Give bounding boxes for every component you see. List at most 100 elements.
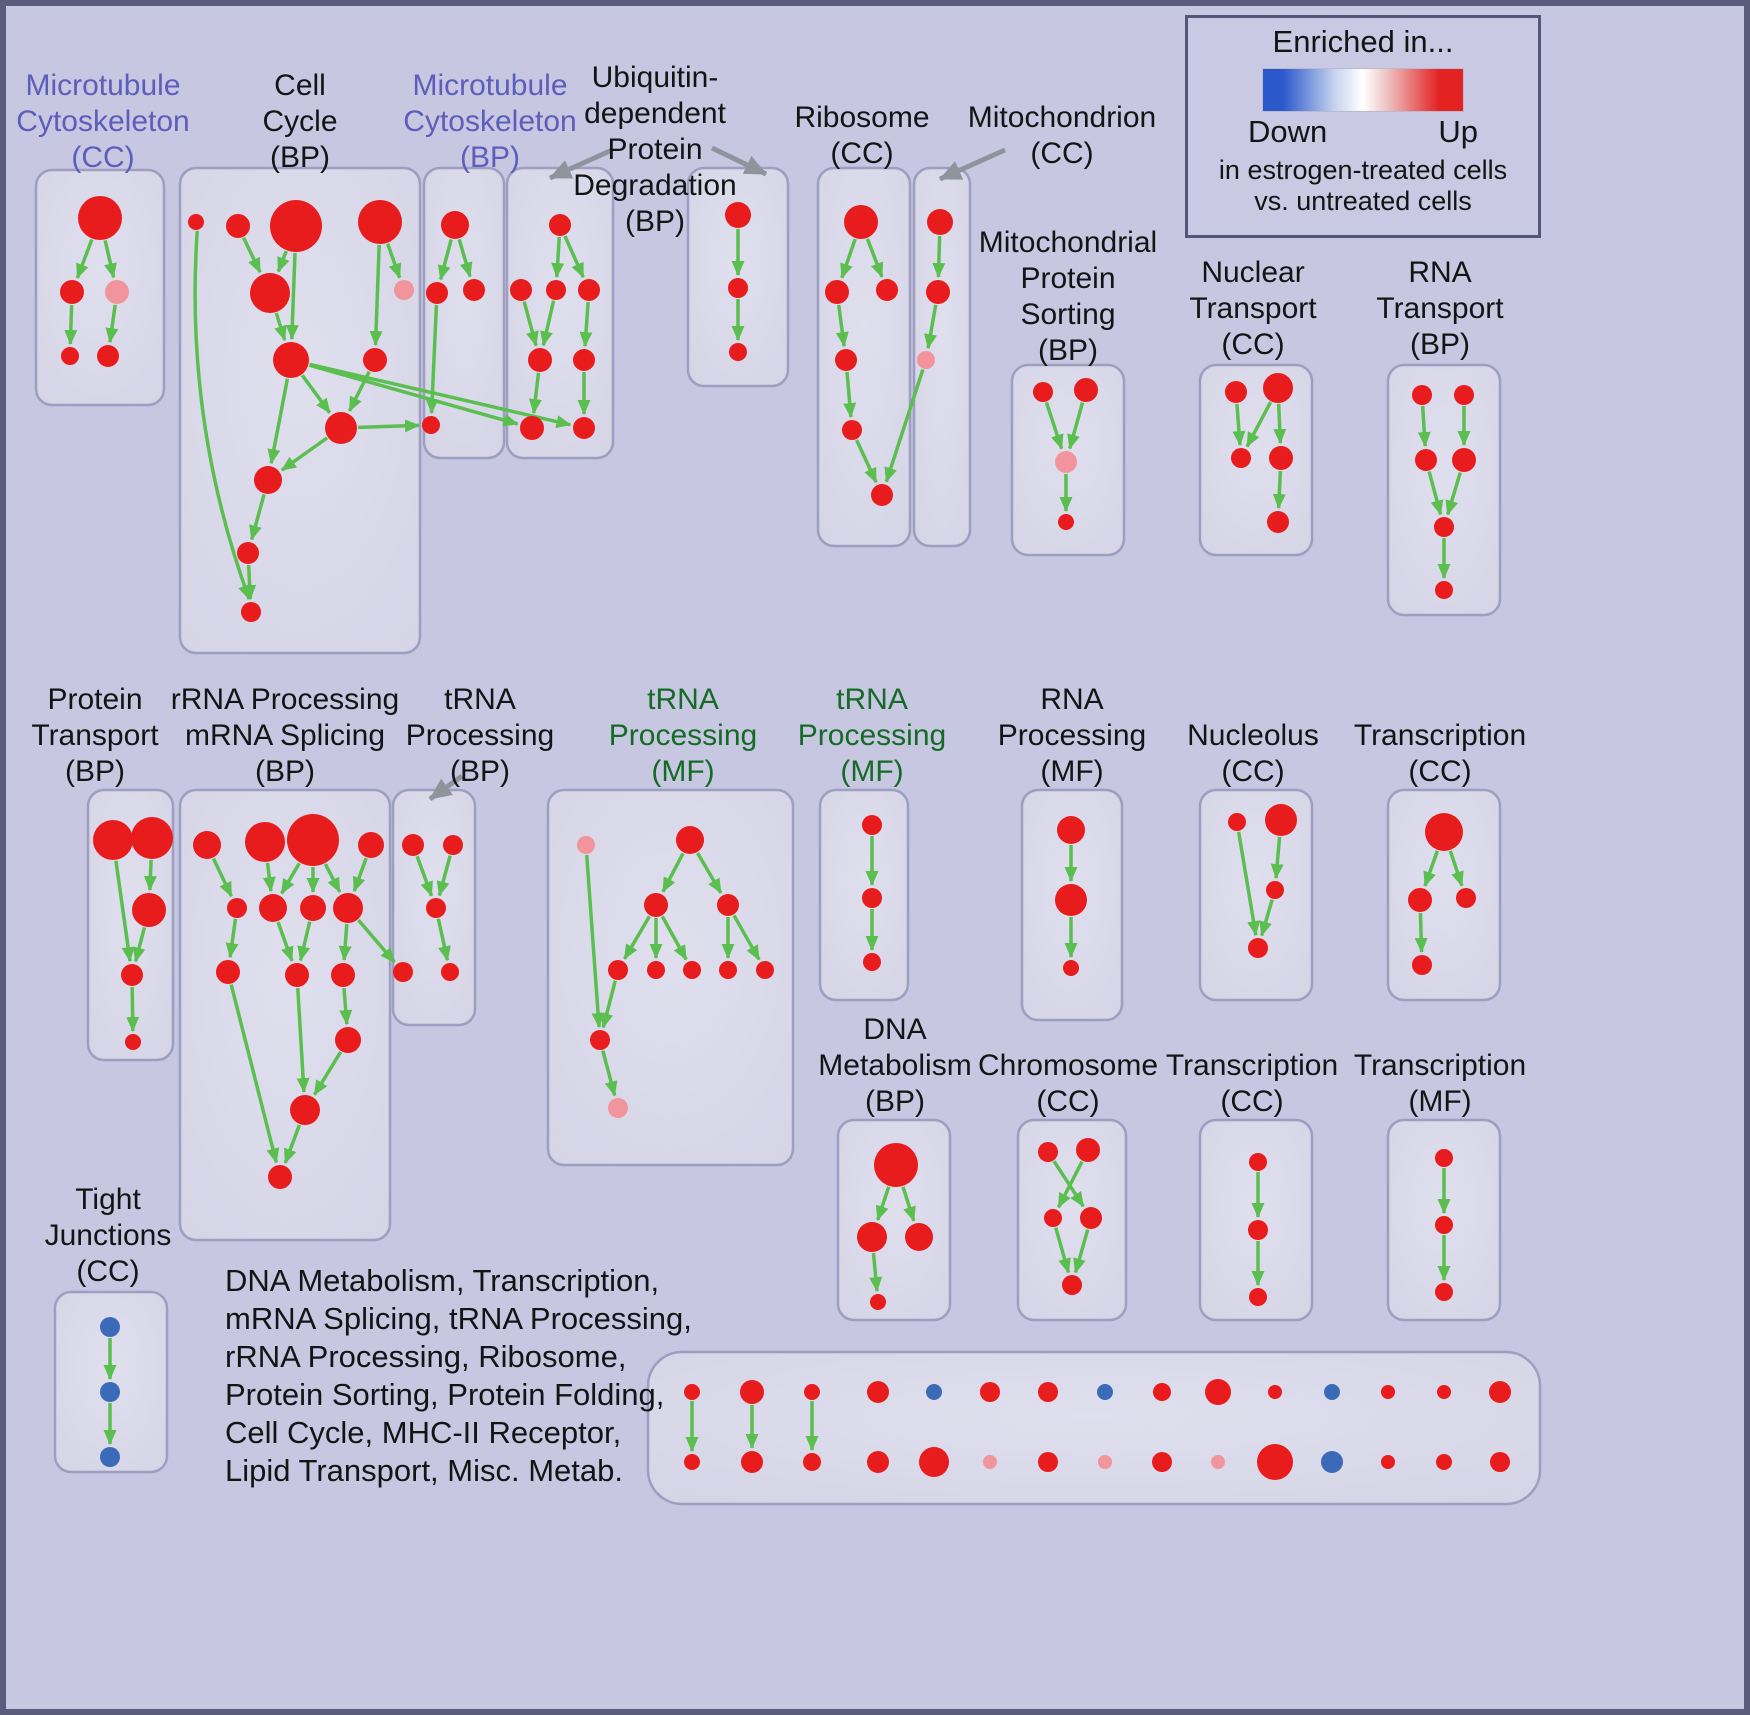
go-term-node: [250, 273, 290, 313]
label-pointer-arrow: [938, 147, 1007, 182]
edge-arrow: [229, 984, 280, 1164]
go-term-node: [237, 542, 259, 564]
edge-arrow: [551, 236, 565, 279]
go-term-node: [871, 484, 893, 506]
go-term-node: [867, 1451, 889, 1473]
edge-arrow: [225, 918, 239, 959]
go-term-node: [100, 1447, 120, 1467]
legend-gradient-bar: [1262, 68, 1464, 112]
edge-arrow: [249, 494, 266, 541]
go-term-node: [684, 1454, 700, 1470]
go-term-node: [1269, 446, 1293, 470]
edge-arrow: [1245, 401, 1273, 448]
go-term-node: [1225, 381, 1247, 403]
go-term-node: [577, 836, 595, 854]
go-term-node: [1435, 581, 1453, 599]
go-term-node: [1153, 1383, 1171, 1401]
go-term-node: [1249, 1288, 1267, 1306]
edge-arrow: [274, 312, 287, 341]
group-box-rna_transport_bp: [1386, 363, 1502, 617]
go-term-node: [393, 962, 413, 982]
go-term-node: [443, 835, 463, 855]
go-term-node: [926, 1384, 942, 1400]
go-term-node: [1152, 1452, 1172, 1472]
edge-arrow: [369, 244, 383, 347]
group-box-tight_junctions_cc: [53, 1290, 169, 1474]
go-term-node: [644, 893, 668, 917]
go-term-node: [520, 416, 544, 440]
edge-arrow: [1044, 401, 1064, 450]
legend-subtitle-line2: vs. untreated cells: [1254, 186, 1472, 216]
go-term-node: [1055, 451, 1077, 473]
go-term-node: [867, 1381, 889, 1403]
edge-arrow: [267, 378, 290, 465]
go-term-node: [188, 214, 204, 230]
edge-arrow: [243, 564, 257, 601]
legend-down-label: Down: [1248, 114, 1328, 149]
legend-downup-row: Down Up: [1248, 114, 1478, 150]
go-term-node: [227, 898, 247, 918]
go-term-node: [728, 278, 748, 298]
go-term-node: [1257, 1444, 1293, 1480]
go-term-node: [917, 351, 935, 369]
edge-arrow: [579, 301, 593, 348]
edge-arrow: [1232, 403, 1246, 447]
go-term-node: [105, 280, 129, 304]
go-term-node: [241, 602, 261, 622]
go-term-node: [844, 205, 878, 239]
go-term-node: [1412, 955, 1432, 975]
group-box-chromosome_cc: [1016, 1118, 1128, 1322]
go-term-node: [131, 817, 173, 859]
go-term-node: [835, 349, 857, 371]
label-pointer-arrow: [710, 145, 768, 177]
go-term-node: [358, 832, 384, 858]
go-term-node: [1033, 382, 1053, 402]
group-box-nuc_transport_cc: [1198, 363, 1314, 557]
legend-up-label: Up: [1438, 114, 1478, 149]
go-term-node: [590, 1030, 610, 1050]
edge-arrow: [1236, 831, 1260, 937]
edge-arrow: [425, 304, 439, 415]
go-term-node: [919, 1447, 949, 1477]
go-term-node: [1412, 385, 1432, 405]
edge-arrow: [1270, 836, 1284, 880]
go-term-node: [226, 214, 250, 238]
go-term-node: [1490, 1452, 1510, 1472]
go-term-node: [647, 961, 665, 979]
go-term-node: [1205, 1379, 1231, 1405]
edge-arrow: [323, 863, 342, 893]
go-term-node: [1425, 813, 1463, 851]
edge-arrow: [528, 372, 542, 415]
go-term-node: [729, 343, 747, 361]
go-term-node: [1248, 938, 1268, 958]
edge-arrow: [865, 238, 884, 278]
edge-arrow: [1445, 471, 1462, 516]
go-term-node: [1265, 804, 1297, 836]
go-term-node: [983, 1455, 997, 1469]
go-term-node: [927, 209, 953, 235]
edge-arrow: [283, 1124, 302, 1164]
go-term-node: [285, 963, 309, 987]
edge-arrow: [1056, 1160, 1084, 1209]
edge-arrow: [1427, 471, 1444, 516]
edge-arrow: [924, 304, 938, 350]
edge-arrow: [457, 238, 473, 278]
go-term-node: [1080, 1207, 1102, 1229]
legend: Enriched in... Down Up in estrogen-treat…: [1185, 15, 1541, 238]
group-label-transcription_cc_bot: Transcription(CC): [1166, 1049, 1338, 1118]
summary-text: DNA Metabolism, Transcription, mRNA Spli…: [225, 1263, 692, 1488]
edge-arrow: [732, 914, 761, 961]
go-term-node: [803, 1453, 821, 1471]
edge-arrow: [855, 439, 878, 484]
go-term-node: [717, 894, 739, 916]
go-term-node: [1415, 449, 1437, 471]
go-term-node: [100, 1382, 120, 1402]
go-term-node: [756, 961, 774, 979]
go-term-node: [325, 412, 357, 444]
go-term-node: [1038, 1452, 1058, 1472]
